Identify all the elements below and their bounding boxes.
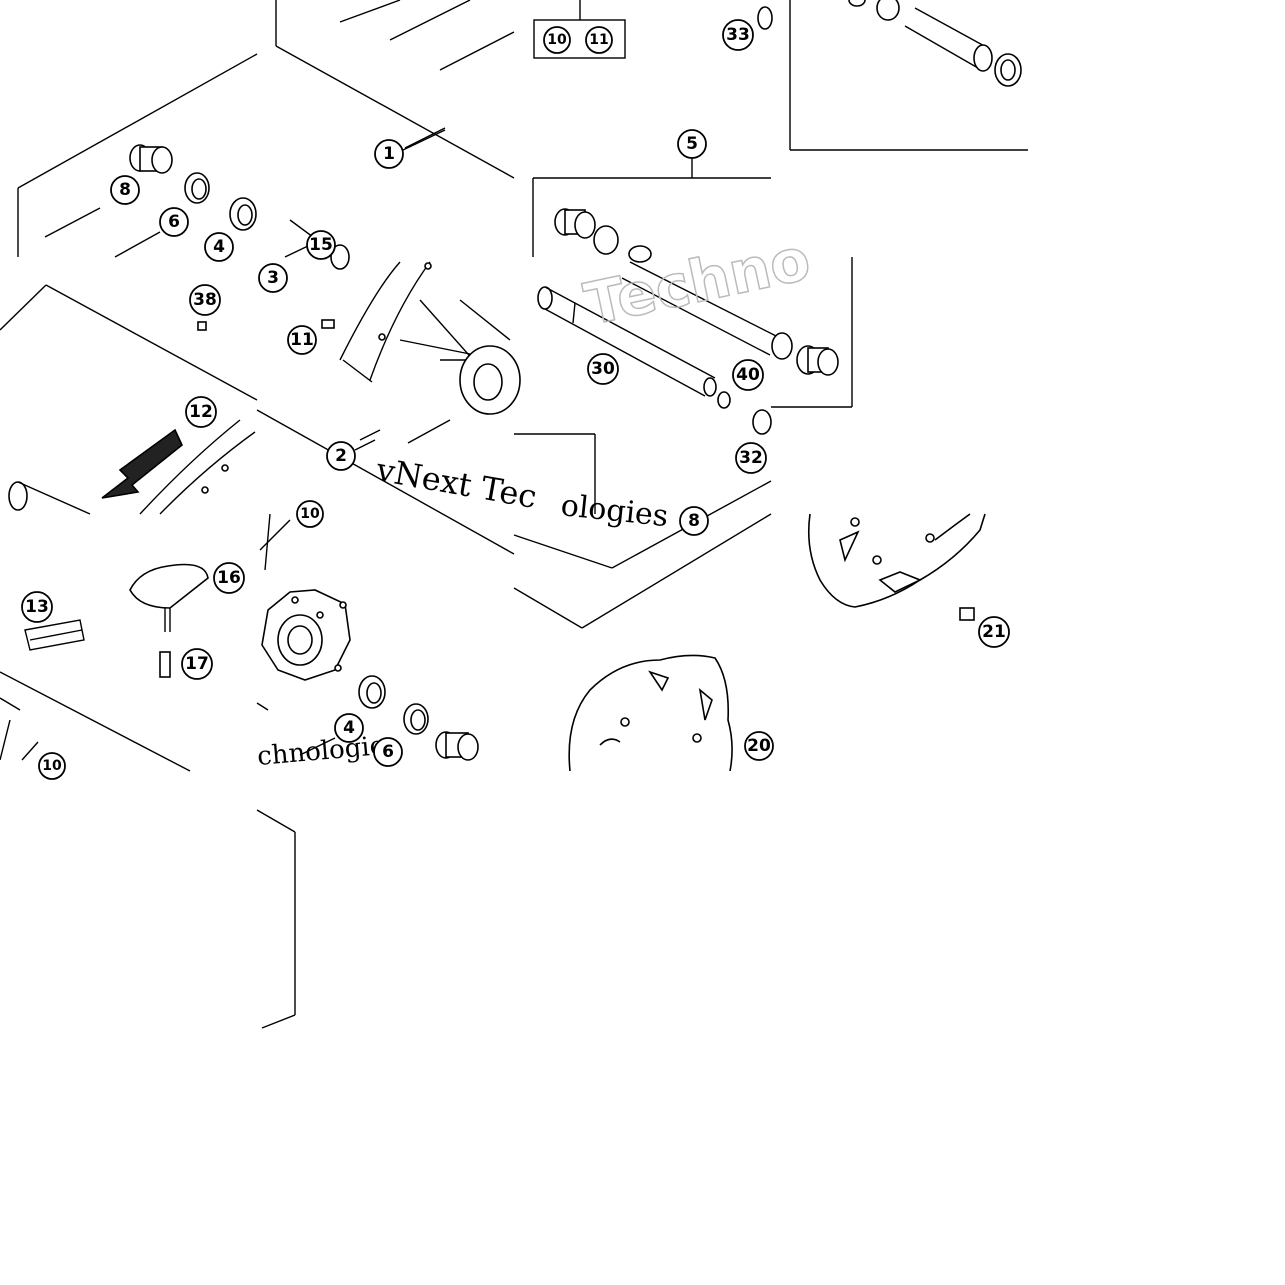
bracket-5-right [771,257,853,408]
bushing-right-part [771,332,839,376]
watermark-group: vNext Tec ologies chnologies Techno [256,224,817,772]
frame-lines-row2-middle [256,409,515,555]
callout-label: 3 [267,268,279,288]
callout-30: 30 [587,353,619,385]
callout-10b: 10 [38,752,66,780]
callout-label: 6 [382,742,394,762]
callout-label: 4 [343,718,355,738]
spoke-nipple-11 [321,319,335,329]
bushing-part [129,144,173,174]
watermark-text-ologies: ologies [559,488,670,534]
callout-17: 17 [181,648,213,680]
callout-6a: 6 [159,207,189,237]
callout-1: 1 [374,129,446,169]
callout-8b: 8 [679,506,709,536]
screw-21 [959,607,975,621]
callout-label: 17 [185,654,209,674]
callout-10c: 10 [296,500,324,528]
callout-13: 13 [21,591,53,623]
bushing-8-lower [435,731,479,761]
axle-segment-left [8,481,91,515]
callout-10a: 10 [543,26,571,54]
front-rim-part [339,261,432,383]
callout-label: 2 [335,446,347,466]
callout-38: 38 [189,284,221,316]
rim-lock-16 [129,563,209,632]
callout-label: 8 [688,511,700,531]
seal-33-part [757,6,773,30]
bearing-4-lower [358,675,386,709]
callout-8a: 8 [110,175,140,205]
callout-16: 16 [213,562,245,594]
seal-ring-part [184,172,210,204]
callout-3: 3 [258,263,288,293]
callout-label: 40 [736,365,760,385]
bushing-pair-part [554,208,652,263]
callout-label: 30 [591,359,615,379]
callout-label: 11 [290,330,314,350]
spoke-nipple-38 [197,321,207,331]
callout-label: 16 [217,568,241,588]
callout-40: 40 [732,359,764,391]
watermark-text-main: vNext Tec [373,450,540,516]
callout-label: 13 [25,597,49,617]
callout-5: 5 [677,129,707,159]
seal-40-part [717,391,731,409]
frame-lines-top-left [17,53,258,258]
callout-label: 5 [686,134,698,154]
frame-lines-row4 [256,809,296,1029]
spokes-lower [259,513,291,571]
bearing-part [229,197,257,231]
callout-12: 12 [185,396,217,428]
frame-lines-top-middle [275,0,515,258]
callout-32: 32 [735,442,767,474]
callout-label: 4 [213,237,225,257]
hub-flange-part [261,589,351,681]
nut-32-part [752,409,772,435]
callout-label: 8 [119,180,131,200]
callout-label: 6 [168,212,180,232]
callout-label: 11 [589,32,608,48]
callout-box-10-11 [533,0,626,59]
wheel-hub-part [459,345,521,415]
spacer-tube-part [621,261,781,356]
callout-20: 20 [744,731,774,761]
frame-lines-row2-left [0,284,258,401]
nut-17 [159,651,171,678]
direction-arrow [101,428,183,499]
callout-4b: 4 [334,713,364,743]
bracket-5 [532,158,771,257]
bracket-top-right [789,0,1028,151]
axle-30-part [537,286,717,397]
callout-15: 15 [306,230,336,260]
callout-label: 21 [982,622,1006,642]
callout-21: 21 [978,616,1010,648]
callout-label: 38 [193,290,217,310]
callout-11b: 11 [287,325,317,355]
callout-label: 33 [726,25,750,45]
rim-tape-13 [24,619,85,651]
callout-6b: 6 [373,737,403,767]
callout-33: 33 [722,19,754,51]
brake-disc-21 [807,513,986,608]
bracket-lines-row2 [514,433,596,514]
frame-lines-row3-middle [256,702,336,756]
brake-disc-20 [568,654,733,772]
callout-label: 10 [300,506,320,522]
callout-label: 10 [42,758,62,774]
callout-4a: 4 [204,232,234,262]
rim-segment-left [139,419,256,515]
frame-lines-row3-left [0,671,191,772]
callout-label: 1 [383,144,395,164]
callout-label: 15 [309,235,333,255]
callout-label: 32 [739,448,763,468]
axle-tube-part [848,0,1022,87]
callout-label: 12 [189,402,213,422]
callout-2: 2 [326,439,376,471]
callout-label: 10 [547,32,567,48]
seal-6-lower [403,703,429,735]
callout-11a: 11 [585,26,613,54]
callout-label: 20 [747,736,771,756]
